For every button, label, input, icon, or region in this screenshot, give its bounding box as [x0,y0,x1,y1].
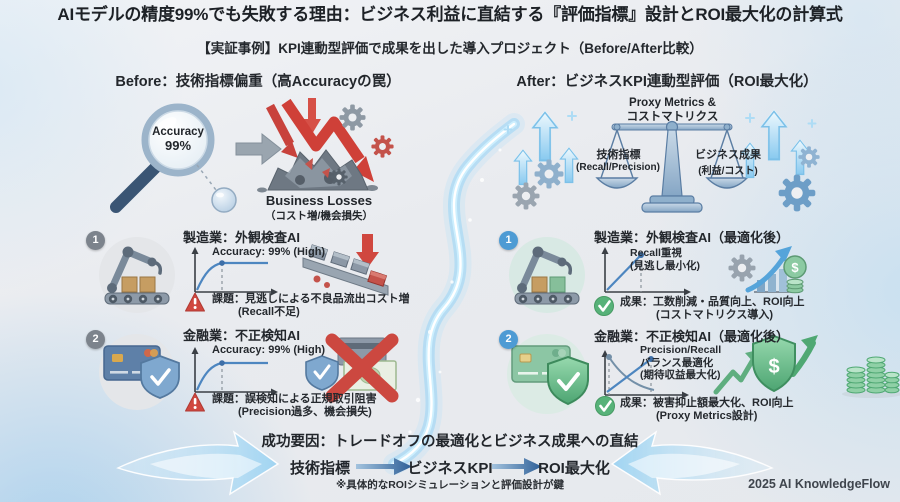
before-case1-issue: 課題：見逃しによる不良品流出コスト増 (Recall不足) [212,293,410,319]
balance-scale-icon [595,120,749,213]
magnifier-label: Accuracy 99% [146,126,210,153]
after-case2-badge: 2 [499,330,518,349]
after-case1-chart-label: Recall重視 (見逃し最小化) [630,247,700,272]
business-losses-label: Business Losses （コスト増/機会損失） [252,193,386,223]
gear-icon [339,104,366,131]
chevron-arrow-left-pointing [610,430,774,496]
scale-title-line1: Proxy Metrics & [629,97,716,109]
recall-line-chart [601,247,691,296]
before-case2-badge: 2 [86,330,105,349]
after-case2-result-line2: (Proxy Metrics設計) [656,410,758,422]
after-case2-title: 金融業：不正検知AI（最適化後） [594,329,790,344]
scale-right-sub: (利益/コスト) [698,166,758,177]
scale-left-sub: (Recall/Precision) [576,162,660,173]
before-case1-chart-label: Accuracy: 99% (High) [212,246,326,258]
roi-growth-icon: $ [728,246,807,294]
crash-arrows-icon [266,98,374,182]
before-case2-issue: 課題：誤検知による正規取引阻害 (Precision過多、機会損失) [212,393,377,419]
footer-flow-step3: ROI最大化 [538,460,610,477]
warning-icon [185,392,205,412]
blocked-transaction-icon [305,333,399,403]
robot-arm-icon [99,237,175,313]
gear-icon [534,159,564,189]
transition-arrow-icon [235,132,282,166]
profit-shield-coins-icon: $ [713,334,900,398]
check-icon [595,396,615,416]
before-case1-title: 製造業：外観検査AI [183,230,301,245]
chevron-arrow-right-pointing [116,430,280,496]
robot-arm-icon [509,237,585,313]
s-curve-divider [383,113,525,475]
footer-note: ※具体的なROIシミュレーションと評価設計が鍵 [336,479,564,491]
flow-arrow-icon [492,458,542,475]
svg-text:$: $ [768,356,779,378]
growth-arrows-right-icon [740,108,817,180]
after-case1-title: 製造業：外観検査AI（最適化後） [594,230,790,245]
after-case2-chart-label3: (期待収益最大化) [640,369,721,381]
svg-text:$: $ [791,260,799,275]
before-section-header: Before：技術指標偏重（高Accuracyの罠） [115,74,401,90]
footer-flow-step2: ビジネスKPI [407,460,493,477]
scale-title-line2: コストマトリクス [626,110,719,123]
before-case1-issue-line2: (Recall不足) [238,306,300,318]
after-case1-chart-label1: Recall重視 [630,247,682,259]
credit-card-shield-green-icon [507,334,589,414]
page-title: AIモデルの精度99%でも失敗する理由：ビジネス利益に直結する『評価指標』設計と… [57,5,843,24]
before-case2-issue-line1: 課題：誤検知による正規取引阻害 [212,393,377,405]
conveyor-defects-icon [302,234,389,296]
credit-card-shield-icon [99,334,180,410]
after-case1-result-line2: (コストマトリクス導入) [656,309,773,321]
accuracy-curve-chart [191,247,278,296]
gear-icon [371,135,394,158]
before-case1-badge: 1 [86,231,105,250]
after-case1-result: 成果：工数削減・品質向上、ROI向上 (コストマトリクス導入) [620,296,805,322]
scale-title: Proxy Metrics & コストマトリクス [610,97,735,124]
after-section-header: After：ビジネスKPI連動型評価（ROI最大化） [516,74,818,90]
gear-icon [778,174,816,212]
precision-recall-chart [601,350,689,399]
after-case2-result: 成果：被害抑止額最大化、ROI向上 (Proxy Metrics設計) [620,397,794,423]
rubble-pile-icon [257,149,378,193]
gear-icon [798,146,820,168]
after-case2-result-line1: 成果：被害抑止額最大化、ROI向上 [620,397,794,409]
footer-flow-step1: 技術指標 [289,460,350,477]
after-case2-chart-label: Precision/Recall バランス最適化 (期待収益最大化) [640,344,721,382]
after-case1-chart-label2: (見逃し最小化) [630,259,700,272]
after-case2-chart-label1: Precision/Recall [640,344,722,356]
before-case2-title: 金融業：不正検知AI [183,328,301,343]
scale-right-label: ビジネス成果 [695,149,761,161]
magnifier-icon [110,103,237,213]
footer-header: 成功要因：トレードオフの最適化とビジネス成果への直結 [261,434,639,450]
growth-arrows-left-icon [503,109,579,187]
accuracy-curve-chart [191,347,278,396]
gear-icon [512,182,540,210]
before-case1-issue-line1: 課題：見逃しによる不良品流出コスト増 [212,293,410,305]
after-case1-result-line1: 成果：工数削減・品質向上、ROI向上 [620,296,805,308]
magnifier-label-line2: 99% [164,138,192,153]
before-case2-issue-line2: (Precision過多、機会損失) [238,406,372,418]
magnifier-label-line1: Accuracy [152,126,204,138]
after-case2-chart-label2: バランス最適化 [640,356,714,369]
flow-arrow-icon [356,458,412,475]
check-icon [594,296,614,316]
scale-left-label: 技術指標 [596,149,641,161]
warning-icon [185,292,205,312]
page-subtitle: 【実証事例】KPI連動型評価で成果を出した導入プロジェクト（Before/Aft… [197,41,703,56]
losses-subtitle: （コスト増/機会損失） [265,210,373,222]
losses-title: Business Losses [265,193,373,208]
after-case1-badge: 1 [499,231,518,250]
before-case2-chart-label: Accuracy: 99% (High) [212,344,326,356]
credit-label: 2025 AI KnowledgeFlow [748,477,890,491]
